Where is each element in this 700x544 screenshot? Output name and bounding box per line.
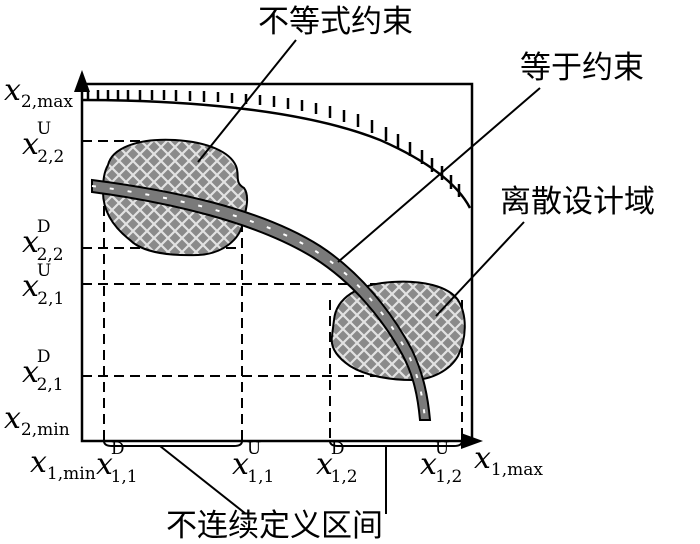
x2-min-label: x2,min [4,401,70,440]
label-inequality-constraint: 不等式约束 [258,4,413,40]
label-equality-constraint: 等于约束 [520,50,644,86]
inequality-constraint-curve [81,98,472,209]
interval-brace-left [103,440,243,447]
leader-lines [159,39,541,515]
leader-interval-left [159,445,247,515]
equality-constraint-centerline [91,185,426,421]
x1-min-label: x1,min [30,445,96,484]
leader-equality [337,87,541,263]
inequality-hatch-marks [86,90,461,197]
equality-constraint-band [91,178,432,421]
interval-brace-right [329,440,463,447]
x2-max-label: x2,max [4,73,73,112]
label-discrete-domain: 离散设计域 [500,184,655,220]
label-discontinuous-interval: 不连续定义区间 [166,508,383,544]
x1-axis-arrowhead [461,433,483,449]
x2-axis-arrowhead [74,70,90,92]
leader-discrete [435,221,525,317]
design-space-frame [80,82,474,443]
leader-inequality [197,39,297,163]
x1-max-label: x1,max [474,441,543,480]
